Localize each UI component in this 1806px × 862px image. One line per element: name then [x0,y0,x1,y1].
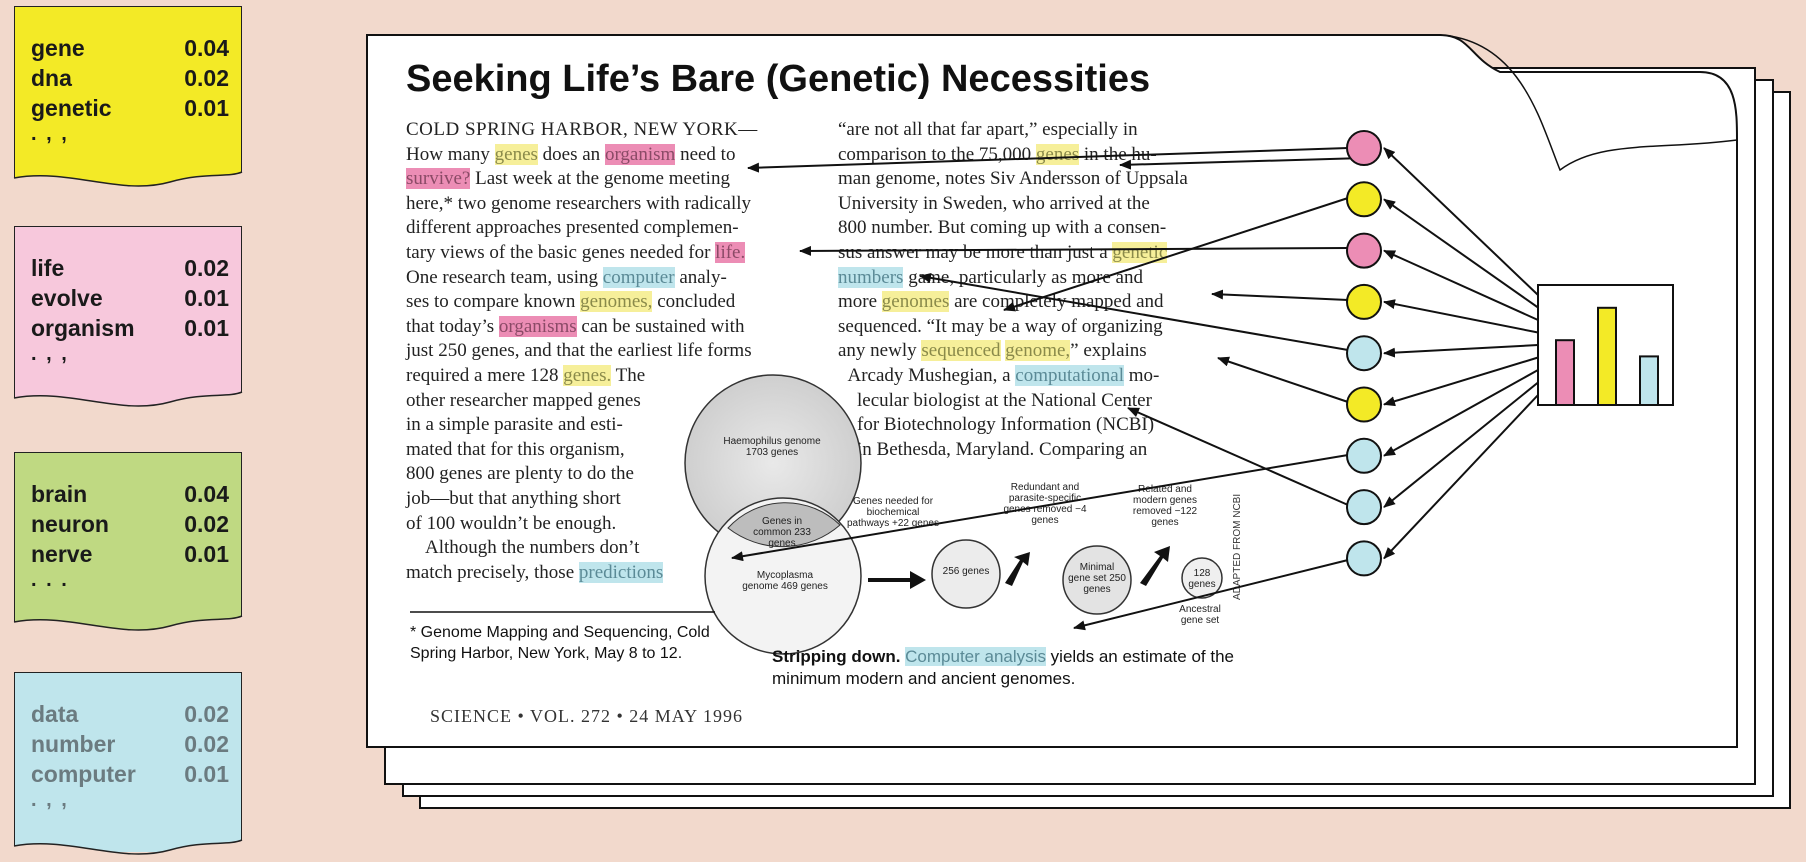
topic-bar-pink [1555,339,1575,407]
topic-to-word-arrow [1383,381,1539,508]
topic-assignment-node [1346,232,1382,269]
topic-to-word-arrow [1383,299,1539,334]
arrow-minus122 [1140,546,1170,586]
circle-minimal [1062,545,1132,615]
label-related: Related and modern genes removed −122 ge… [1132,484,1198,528]
topic-ellipsis: . , , [31,123,69,145]
assignment-arrow [1119,157,1365,170]
label-mycoplasma: Mycoplasma genome 469 genes [742,570,828,592]
topic-bar-yellow [1597,306,1617,406]
topic-to-word-arrow [1383,344,1539,358]
assignment-arrow [1211,289,1349,301]
assignment-arrow [1217,356,1349,403]
topic-assignment-node [1346,386,1382,423]
topic-assignment-node [1346,283,1382,320]
assignment-arrow [747,147,1349,173]
article-dateline: COLD SPRING HARBOR, NEW YORK— [406,119,758,140]
topic-assignment-node [1346,130,1382,166]
article-column-left: COLD SPRING HARBOR, NEW YORK— How many g… [406,119,758,583]
arrow-minus4 [1005,552,1030,586]
arrow-plus22 [868,571,926,589]
topic-assignment-node [1346,540,1382,577]
topic-assignment-node [1346,437,1382,474]
topic-to-word-arrow [1383,356,1539,407]
topic-to-word-arrow [1383,198,1539,309]
assignment-arrow [1003,197,1349,312]
topic-assignment-node [1346,181,1382,218]
assignment-arrow [799,245,1349,256]
label-haemophilus: Haemophilus genome 1703 genes [723,436,821,458]
label-common-genes: Genes in common 233 genes [753,516,811,549]
label-256: 256 genes [942,566,990,577]
topic-ellipsis: . . . [31,569,69,591]
article-headline: Seeking Life’s Bare (Genetic) Necessitie… [406,58,1151,100]
label-128: 128 genes [1188,568,1216,590]
label-minimal: Minimal gene set 250 genes [1068,562,1126,595]
assignment-arrow [1073,559,1349,631]
topic-to-word-arrow [1383,369,1539,457]
journal-footer: SCIENCE • VOL. 272 • 24 MAY 1996 [430,706,743,726]
assignment-arrow [731,454,1349,562]
label-ancestral: Ancestral gene set [1179,604,1221,626]
topic-bar-blue [1639,355,1659,406]
label-needed: Genes needed for biochemical pathways +2… [846,496,939,529]
topic-assignment-node [1346,489,1382,526]
figure-caption: Stripping down. Computer analysis yields… [772,647,1234,688]
assignment-arrow [1127,407,1349,506]
topic-to-word-arrow [1383,394,1539,560]
circle-256 [931,539,1001,609]
assignment-arrow [919,272,1349,351]
article-footnote: * Genome Mapping and Sequencing, Cold Sp… [410,624,710,662]
topic-ellipsis: . , , [31,343,69,365]
topic-to-word-arrow [1383,147,1539,296]
topic-assignment-node [1346,335,1382,372]
topic-to-word-arrow [1383,249,1539,321]
common-genes-region [727,502,841,548]
topic-ellipsis: . , , [31,789,69,811]
circle-128 [1181,557,1223,599]
label-redundant: Redundant and parasite-specific genes re… [1003,482,1087,526]
page-curl [1439,34,1738,172]
